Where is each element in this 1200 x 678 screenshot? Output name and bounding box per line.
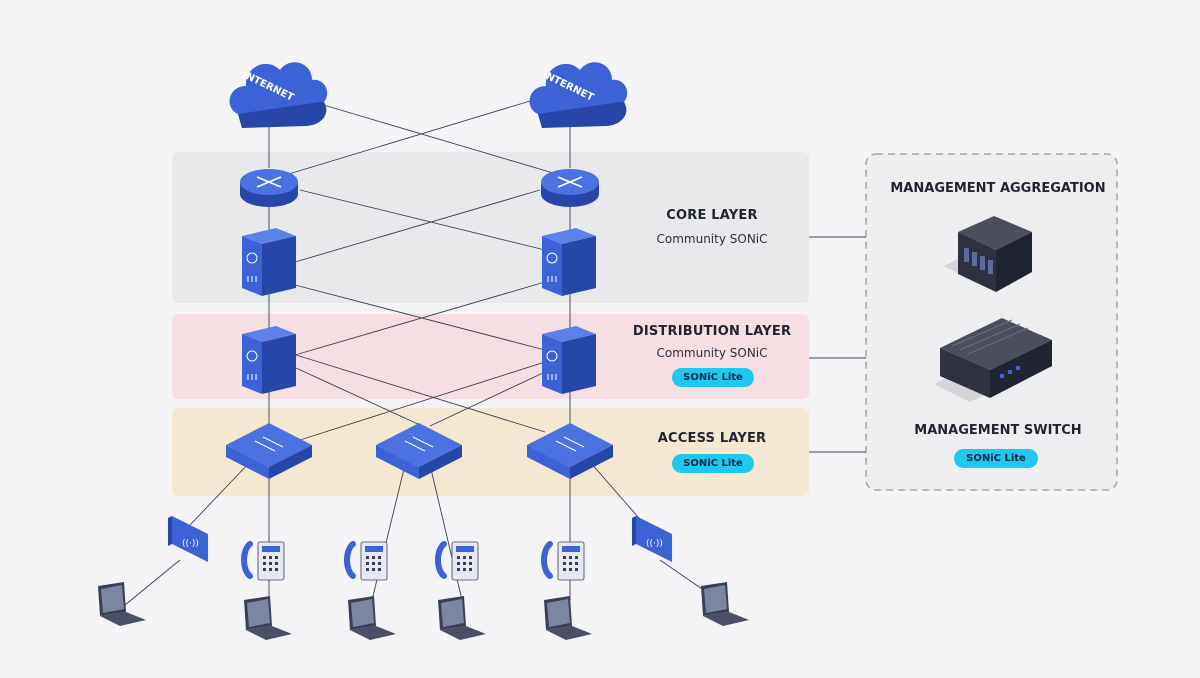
- distribution-sonic-lite-badge: SONiC Lite: [672, 368, 754, 387]
- laptop-5: [544, 596, 592, 640]
- access-sonic-lite-badge: SONiC Lite: [672, 454, 754, 473]
- management-switch-device: [934, 318, 1052, 402]
- management-switch-title: MANAGEMENT SWITCH: [914, 423, 1082, 438]
- access-layer-title: ACCESS LAYER: [657, 431, 767, 446]
- router-left: [240, 169, 298, 207]
- svg-text:((·)): ((·)): [646, 539, 663, 549]
- distribution-layer-band: [172, 314, 809, 399]
- ip-phone-3: [435, 541, 479, 581]
- distribution-layer-title: DISTRIBUTION LAYER: [632, 324, 792, 339]
- laptop-1: [98, 582, 146, 626]
- laptop-3: [348, 596, 396, 640]
- ip-phone-4: [541, 541, 585, 581]
- laptop-6: [701, 582, 749, 626]
- internet-cloud-right: INTERNET: [529, 62, 628, 128]
- management-aggregation-server: [944, 216, 1032, 292]
- laptop-4: [438, 596, 486, 640]
- access-point-right: ((·)): [632, 516, 672, 562]
- core-switch-right: [542, 228, 596, 296]
- access-point-left: ((·)): [168, 516, 208, 562]
- access-switch-2: [376, 423, 462, 479]
- distribution-switch-right: [542, 326, 596, 394]
- laptop-2: [244, 596, 292, 640]
- distribution-switch-left: [242, 326, 296, 394]
- management-sonic-lite-badge: SONiC Lite: [954, 449, 1038, 468]
- access-switch-3: [527, 423, 613, 479]
- access-switch-1: [226, 423, 312, 479]
- management-panel: [865, 153, 1118, 491]
- core-switch-left: [242, 228, 296, 296]
- distribution-layer-subtitle: Community SONiC: [656, 346, 768, 360]
- core-layer-title: CORE LAYER: [666, 208, 758, 223]
- ip-phone-2: [344, 541, 388, 581]
- core-layer-subtitle: Community SONiC: [656, 232, 768, 246]
- core-layer-band: [172, 152, 809, 303]
- ip-phone-1: [241, 541, 285, 581]
- internet-cloud-left: INTERNET: [229, 62, 328, 128]
- svg-text:((·)): ((·)): [182, 539, 199, 549]
- management-aggregation-title: MANAGEMENT AGGREGATION: [890, 181, 1106, 196]
- router-right: [541, 169, 599, 207]
